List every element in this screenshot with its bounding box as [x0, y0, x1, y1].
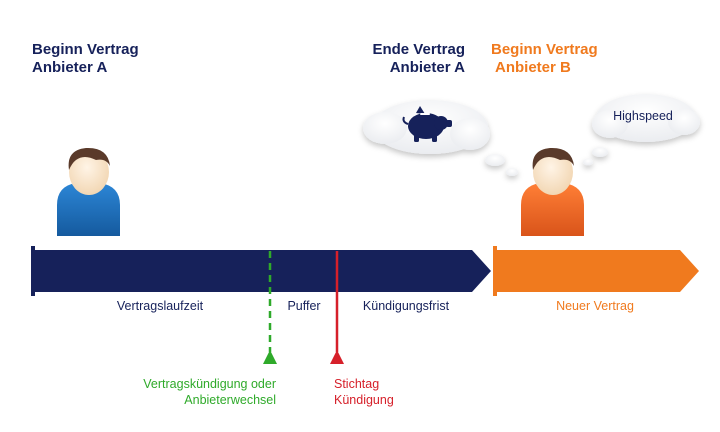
label-cancellation: Vertragskündigung oder Anbieterwechsel	[110, 376, 276, 408]
thought-bubble-right	[583, 94, 700, 166]
label-notice-period: Kündigungsfrist	[362, 299, 450, 313]
label-buffer: Puffer	[287, 299, 321, 313]
label-contract-term: Vertragslaufzeit	[116, 299, 204, 313]
title-start-contract-b: Beginn Vertrag Anbieter B	[491, 41, 598, 77]
thought-bubble-text: Highspeed	[613, 109, 673, 123]
title-end-a-line1: Ende Vertrag	[372, 41, 465, 58]
thought-bubble-left	[363, 100, 518, 176]
contract-b-bar	[493, 246, 699, 296]
label-cancellation-line2: Anbieterwechsel	[184, 393, 276, 407]
label-cancellation-line1: Vertragskündigung oder	[143, 377, 276, 391]
title-start-b-line1: Beginn Vertrag	[491, 41, 598, 58]
title-start-a-line1: Beginn Vertrag	[32, 41, 139, 58]
person-b-icon	[521, 147, 584, 236]
title-end-a-line2: Anbieter A	[389, 59, 465, 76]
title-start-contract-a: Beginn Vertrag Anbieter A	[32, 41, 139, 77]
label-new-contract: Neuer Vertrag	[556, 299, 634, 313]
title-start-a-line2: Anbieter A	[32, 59, 108, 76]
deadline-marker	[330, 251, 344, 364]
label-deadline: Stichtag Kündigung	[334, 376, 454, 408]
label-deadline-line1: Stichtag	[334, 377, 380, 391]
person-a-icon	[57, 147, 120, 236]
title-end-contract-a: Ende Vertrag Anbieter A	[340, 41, 465, 77]
cancellation-marker	[263, 251, 277, 364]
label-deadline-line2: Kündigung	[334, 393, 394, 407]
contract-a-bar	[31, 246, 491, 296]
title-start-b-line2: Anbieter B	[495, 59, 571, 76]
piggy-bank-icon	[402, 106, 452, 142]
